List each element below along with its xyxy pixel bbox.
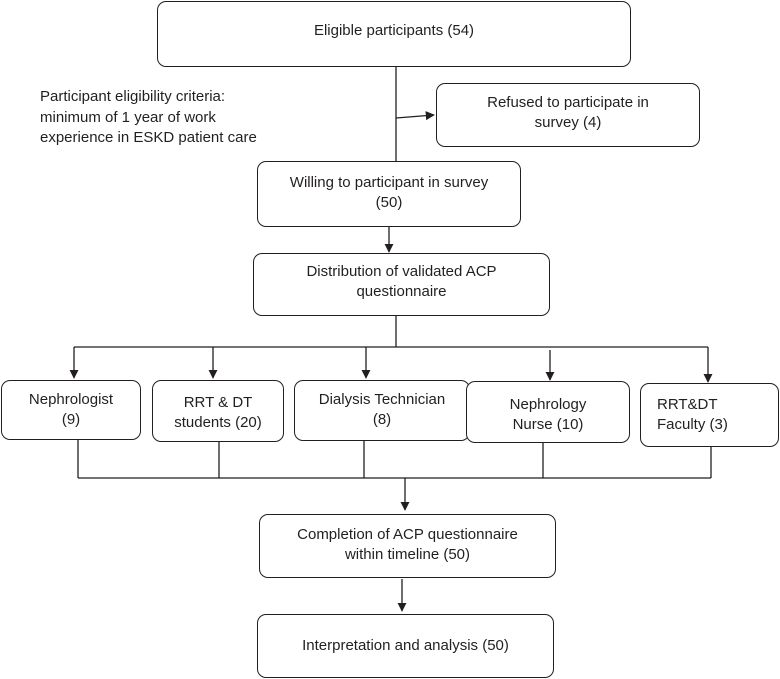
box-willing: Willing to participant in survey (50): [257, 161, 521, 227]
willing-line-2: (50): [375, 194, 403, 211]
box-dialysis-technician: Dialysis Technician (8): [294, 380, 470, 441]
nephrologist-line-2: (9): [61, 411, 81, 428]
nephrology-nurse-line-1: Nephrology: [509, 396, 587, 413]
box-nephrology-nurse: Nephrology Nurse (10): [466, 381, 630, 443]
criteria-line-3: experience in ESKD patient care: [40, 129, 257, 146]
criteria-line-2: minimum of 1 year of work: [40, 108, 216, 126]
box-rrt-dt-students: RRT & DT students (20): [152, 380, 284, 442]
box-rrt-dt-faculty: RRT&DT Faculty (3): [640, 383, 779, 447]
dialysis-technician-line-1: Dialysis Technician: [318, 391, 446, 408]
box-eligible-participants: Eligible participants (54): [157, 1, 631, 67]
box-refused: Refused to participate in survey (4): [436, 83, 700, 147]
distribution-line-1: Distribution of validated ACP: [306, 263, 497, 280]
rrt-dt-students-line-2: students (20): [174, 414, 262, 431]
dialysis-technician-line-2: (8): [372, 411, 392, 428]
eligible-participants-label: Eligible participants (54): [313, 22, 475, 39]
completion-line-2: within timeline (50): [344, 546, 471, 563]
box-interpretation: Interpretation and analysis (50): [257, 614, 554, 678]
faculty-line-2: Faculty (3): [657, 416, 728, 433]
completion-line-1: Completion of ACP questionnaire: [297, 526, 518, 543]
rrt-dt-students-line-1: RRT & DT: [183, 394, 253, 411]
refused-line-2: survey (4): [534, 114, 602, 131]
box-distribution: Distribution of validated ACP questionna…: [253, 253, 550, 316]
refused-line-1: Refused to participate in: [487, 94, 649, 111]
distribution-line-2: questionnaire: [356, 283, 447, 300]
arrow-to-refused: [395, 111, 435, 121]
criteria-line-1: Participant eligibility criteria:: [40, 88, 226, 105]
interpretation-label: Interpretation and analysis (50): [302, 637, 509, 654]
faculty-line-1: RRT&DT: [657, 396, 718, 413]
box-completion: Completion of ACP questionnaire within t…: [259, 514, 556, 578]
nephrologist-line-1: Nephrologist: [28, 391, 114, 408]
box-nephrologist: Nephrologist (9): [1, 380, 141, 440]
eligibility-criteria-note: Participant eligibility criteria: minimu…: [40, 87, 257, 149]
nephrology-nurse-line-2: Nurse (10): [512, 416, 584, 433]
willing-line-1: Willing to participant in survey: [289, 174, 489, 191]
